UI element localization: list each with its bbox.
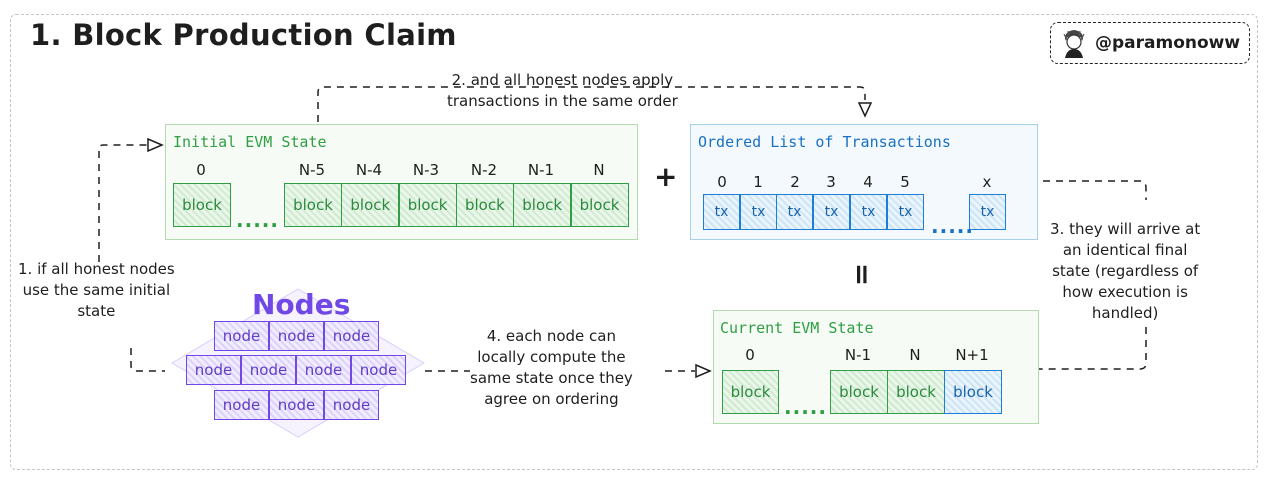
tx-label-0: 0 [717, 173, 727, 191]
page-title: 1. Block Production Claim [30, 18, 457, 52]
tx-cell-3: tx [813, 194, 850, 230]
node-cell-8: node [269, 390, 324, 420]
initial-label-0: 0 [196, 161, 206, 179]
current-label-0: 0 [745, 346, 755, 364]
tx-cell-6: tx [969, 194, 1006, 230]
arrow-step2-line [317, 86, 866, 122]
tx-label-4: 4 [863, 173, 873, 191]
tx-cell-2: tx [776, 194, 813, 230]
initial-label-6: N [593, 161, 605, 179]
author-handle: @paramonoww [1095, 33, 1241, 53]
node-cell-7: node [214, 390, 269, 420]
tx-label-5: 5 [900, 173, 910, 191]
current-label-1: N-1 [844, 346, 872, 364]
arrow-step3-lower-line [1024, 327, 1147, 370]
current-state-title: Current EVM State [720, 319, 874, 337]
arrow-step1-line [98, 144, 148, 262]
node-cell-6: node [351, 355, 406, 385]
arrowhead-tx [857, 102, 873, 118]
tx-list-title: Ordered List of Transactions [698, 133, 951, 151]
initial-label-3: N-3 [412, 161, 440, 179]
tx-cell-0: tx [703, 194, 740, 230]
tx-ellipsis: ..... [931, 214, 974, 238]
nodes-title: Nodes [252, 288, 351, 321]
author-badge[interactable]: @paramonoww [1050, 22, 1250, 64]
tx-label-1: 1 [753, 173, 763, 191]
initial-block-6: block [570, 183, 629, 227]
initial-label-5: N-1 [527, 161, 555, 179]
plus-sign: + [654, 160, 678, 193]
initial-label-4: N-2 [470, 161, 498, 179]
avatar-icon [1063, 30, 1085, 58]
diagram-frame [10, 14, 1258, 470]
initial-ellipsis: ..... [236, 208, 279, 232]
tx-cell-5: tx [887, 194, 924, 230]
initial-block-0: block [173, 183, 231, 227]
node-cell-3: node [186, 355, 241, 385]
arrowhead-step4 [695, 363, 712, 379]
tx-label-3: 3 [826, 173, 836, 191]
arrowhead-initial [147, 137, 164, 153]
current-label-3: N+1 [955, 346, 989, 364]
current-ellipsis: ..... [784, 395, 827, 419]
current-block-1: block [830, 370, 888, 414]
node-cell-2: node [324, 321, 379, 351]
initial-state-title: Initial EVM State [173, 133, 327, 151]
tx-label-2: 2 [790, 173, 800, 191]
node-cell-5: node [296, 355, 351, 385]
current-block-0: block [722, 370, 779, 414]
initial-block-2: block [341, 183, 400, 227]
current-label-2: N [909, 346, 921, 364]
tx-cell-1: tx [740, 194, 777, 230]
initial-block-5: block [513, 183, 572, 227]
node-cell-4: node [241, 355, 296, 385]
initial-label-2: N-4 [355, 161, 383, 179]
node-cell-9: node [324, 390, 379, 420]
node-cell-0: node [214, 321, 269, 351]
current-block-2: block [887, 370, 945, 414]
initial-block-1: block [284, 183, 342, 227]
initial-label-1: N-5 [298, 161, 326, 179]
arrow-step3-line [1043, 180, 1147, 200]
tx-cell-4: tx [850, 194, 887, 230]
initial-block-3: block [398, 183, 457, 227]
current-block-3: block [944, 370, 1002, 414]
equals-sign: = [846, 262, 880, 287]
node-cell-1: node [269, 321, 324, 351]
initial-block-4: block [455, 183, 514, 227]
arrow-step1-lower-line [130, 348, 165, 372]
tx-label-6: x [982, 173, 992, 191]
